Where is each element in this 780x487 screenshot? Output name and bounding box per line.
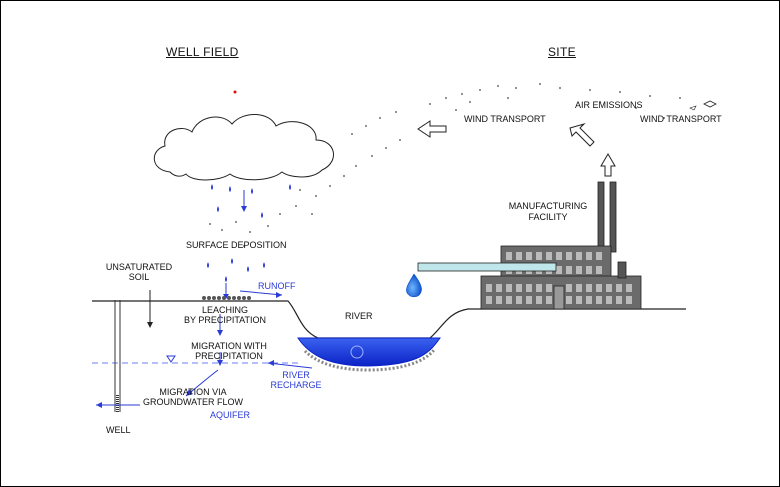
label-runoff: RUNOFF: [258, 281, 296, 291]
label-migration-with: MIGRATION WITH: [191, 341, 267, 351]
dust-particles: [209, 83, 681, 247]
water-table-marker: [166, 355, 176, 363]
air-emission-arrow-diag: [569, 122, 595, 147]
label-river-recharge-2: RECHARGE: [270, 380, 322, 390]
label-river: RIVER: [345, 311, 373, 321]
riverbed-gravel: [303, 348, 436, 372]
label-well: WELL: [106, 425, 131, 435]
soil-deposits: [202, 296, 251, 300]
label-wind-transport-left: WIND TRANSPORT: [464, 114, 546, 124]
label-soil: SOIL: [128, 272, 150, 282]
heading-well-field: WELL FIELD: [166, 45, 239, 59]
label-manufacturing: MANUFACTURING: [508, 201, 588, 211]
label-migration-via: MIGRATION VIA: [159, 387, 227, 397]
rain-drops: [207, 184, 291, 282]
label-leaching: LEACHING: [201, 305, 249, 315]
red-dot: [233, 90, 237, 94]
wind-arrow-left: [417, 120, 447, 138]
label-aquifer: AQUIFER: [210, 410, 251, 420]
label-groundwater-flow: GROUNDWATER FLOW: [143, 397, 243, 407]
label-by-precipitation: BY PRECIPITATION: [183, 315, 267, 325]
runoff-arrow: [239, 290, 283, 296]
discharge-drop: [406, 273, 422, 298]
label-precipitation: PRECIPITATION: [195, 351, 263, 361]
label-surface-deposition: SURFACE DEPOSITION: [186, 240, 287, 250]
river-recharge-arrow: [267, 362, 313, 369]
stack-plume-arrow: [600, 153, 616, 177]
label-unsaturated: UNSATURATED: [105, 262, 173, 272]
heading-site: SITE: [548, 45, 576, 59]
label-river-recharge-1: RIVER: [282, 370, 310, 380]
cloud: [153, 114, 334, 181]
label-air-emissions: AIR EMISSIONS: [575, 100, 643, 110]
label-wind-transport-right: WIND TRANSPORT: [640, 114, 722, 124]
wind-arrow-right: [703, 100, 717, 108]
discharge-pipe: [417, 262, 557, 272]
river-water: [297, 337, 441, 367]
label-facility: FACILITY: [528, 212, 568, 222]
river-emblem: [350, 345, 364, 359]
